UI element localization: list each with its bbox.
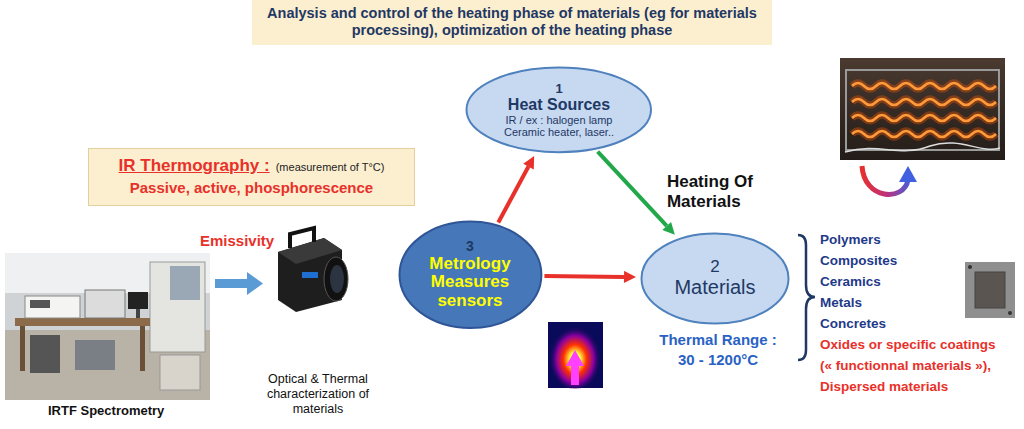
range-value: 30 - 1200°C (638, 351, 798, 369)
ellipse-shape (642, 233, 789, 323)
ellipse-shape (467, 68, 652, 153)
lab-photo-part (136, 309, 140, 318)
sample-photo (965, 262, 1015, 318)
node-content: 1Heat SourcesIR / ex : halogen lamp Cera… (497, 82, 622, 138)
heater-photo-part (852, 83, 996, 137)
node-heading: Materials (674, 276, 755, 298)
heater-photo-part (845, 143, 1000, 152)
lab-photo-part (170, 266, 200, 300)
node-body: IR / ex : halogen lamp Ceramic heater, l… (497, 114, 622, 138)
node-heading: Heat Sources (497, 96, 622, 114)
heater-photo-part-part (852, 131, 996, 137)
heater-photo-part-part (852, 115, 996, 121)
lab-photo-part (150, 262, 205, 352)
heater-photo (840, 58, 1005, 160)
lab-photo-part (85, 290, 125, 318)
lab-photo-part (128, 292, 148, 309)
heater-photo-part (852, 83, 996, 137)
material-item: Dispersed materials (820, 379, 948, 395)
ir-camera-part (324, 257, 348, 301)
heater-photo-part-part (852, 115, 996, 121)
ellipse-shape (399, 222, 541, 328)
material-item: Oxides or specific coatings (820, 337, 996, 353)
lab-photo-part (25, 296, 80, 318)
node-heading: Metrology Measures sensors (422, 255, 517, 311)
connector-arrow (544, 274, 624, 279)
thermal-image-part (566, 350, 584, 385)
diagram-title: Analysis and control of the heating phas… (252, 0, 772, 45)
heater-photo-part-part (852, 131, 996, 137)
sample-photo-part (965, 262, 1015, 318)
flow-arrow (215, 272, 263, 295)
lab-photo-part (30, 300, 50, 308)
node-number: 1 (497, 82, 622, 96)
technique-list: Passive, active, phosphorescence (119, 180, 385, 197)
heater-photo-part-part (852, 99, 996, 105)
brace (798, 235, 815, 360)
heading-note: (measurement of T°C) (276, 161, 385, 173)
ir-camera-part (302, 272, 318, 278)
range-label: Thermal Range : (638, 331, 798, 349)
ir-camera (278, 228, 348, 312)
heater-photo-part-part (852, 99, 996, 105)
material-item: Ceramics (820, 274, 881, 290)
thermal-image-part (548, 322, 603, 388)
section-heading: IR Thermography : (119, 157, 270, 176)
curved-arrow (862, 166, 917, 194)
heat-source-ellipse: 1Heat SourcesIR / ex : halogen lamp Cera… (465, 66, 653, 154)
lab-photo-part (5, 253, 210, 400)
box-shape (89, 149, 415, 206)
thermography-box: IR Thermography : (measurement of T°C) Pas… (88, 148, 415, 206)
connector-arrow (498, 167, 528, 223)
lab-photo-part (140, 326, 145, 371)
node-content: 2Materials (674, 258, 755, 299)
connector-arrow (598, 152, 667, 226)
node-content: 3Metrology Measures sensors (422, 239, 517, 310)
material-item: Concretes (820, 316, 886, 332)
heater-photo-part (840, 58, 1005, 160)
lab-photo-part (15, 318, 150, 326)
material-item: Metals (820, 295, 862, 311)
metrology-ellipse: 3Metrology Measures sensors (398, 220, 543, 329)
photo-caption: Optical & Thermal characterization of ma… (260, 372, 376, 417)
node-number: 3 (422, 239, 517, 254)
heater-photo-part (846, 70, 999, 150)
lab-photo-part (20, 326, 25, 371)
materials-ellipse: 2Materials (640, 232, 790, 325)
edge-label: Heating Of Materials (667, 172, 777, 213)
curved-arrow-part (899, 166, 917, 182)
heater-photo-part-part (852, 83, 996, 89)
ir-camera-part (290, 228, 314, 248)
lab-photo (5, 253, 210, 400)
photo-caption: IRTF Spectrometry (48, 403, 164, 419)
sample-photo-part (1008, 311, 1012, 315)
sample-photo-part (968, 265, 972, 269)
thermal-image (548, 322, 603, 389)
material-item: Polymers (820, 232, 881, 248)
heater-photo-part-part (852, 83, 996, 89)
annotation: Emissivity (200, 232, 274, 250)
lab-photo-part (75, 340, 115, 370)
lab-photo-part (160, 355, 200, 390)
thermal-image-part (549, 323, 601, 389)
lab-photo-part (30, 335, 60, 373)
node-number: 2 (674, 258, 755, 277)
ir-camera-part (330, 265, 344, 293)
material-item: (« functionnal materials »), (820, 358, 991, 374)
node-content: IR Thermography : (measurement of T°C) Pas… (119, 157, 385, 196)
sample-photo-part (975, 272, 1005, 308)
material-item: Composites (820, 253, 897, 269)
